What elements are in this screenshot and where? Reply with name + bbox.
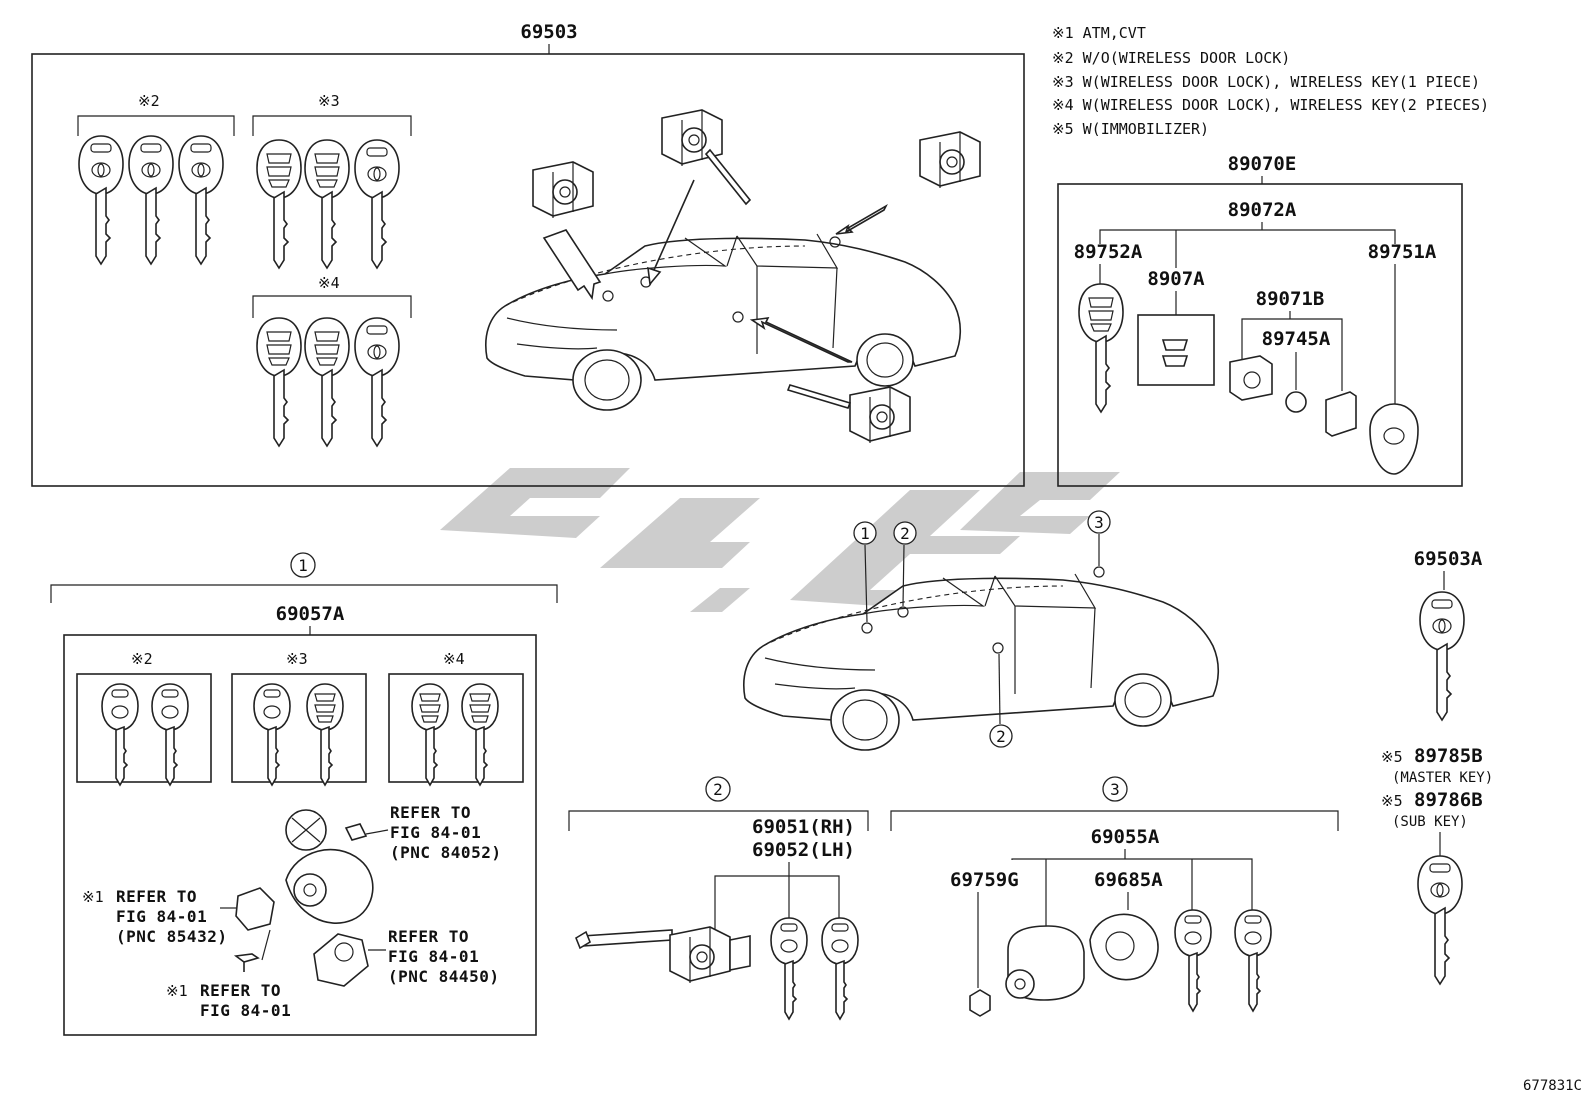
note-mark-2: ※2 xyxy=(138,92,160,110)
part-number-69055A[interactable]: 69055A xyxy=(1091,826,1160,848)
callout-1: 1 xyxy=(860,524,870,543)
legend: ※1 ATM,CVT ※2 W/O(WIRELESS DOOR LOCK) ※3… xyxy=(1052,24,1489,138)
part-number-8907A[interactable]: 8907A xyxy=(1147,268,1205,290)
part-number-89751A[interactable]: 89751A xyxy=(1368,241,1437,263)
g1-mark-2: ※2 xyxy=(131,650,153,668)
part-number-89745A[interactable]: 89745A xyxy=(1262,328,1331,350)
part-number-69685A[interactable]: 69685A xyxy=(1094,869,1163,891)
part-number-69759G[interactable]: 69759G xyxy=(950,869,1019,891)
legend-line-2: ※2 W/O(WIRELESS DOOR LOCK) xyxy=(1052,49,1290,67)
callout-3: 3 xyxy=(1094,513,1104,532)
right-keys: 69503A ※5 89785B (MASTER KEY) ※5 89786B … xyxy=(1381,548,1493,985)
part-number-69052LH[interactable]: 69052(LH) xyxy=(752,839,855,861)
sub-mark: ※5 xyxy=(1381,792,1403,810)
sub-key-desc: (SUB KEY) xyxy=(1392,814,1468,830)
part-number-89786B[interactable]: 89786B xyxy=(1414,789,1483,811)
ref-b-3: (PNC 85432) xyxy=(116,927,227,946)
ref-b-1: REFER TO xyxy=(116,887,197,906)
group-89070E: 89070E 89072A 89752A 89751A 8907A 89071B… xyxy=(1057,153,1463,487)
note-mark-3: ※3 xyxy=(318,92,340,110)
ref-a-3: (PNC 84052) xyxy=(390,843,501,862)
ref-d-2: FIG 84-01 xyxy=(200,1001,291,1020)
g1-mark-4: ※4 xyxy=(443,650,465,668)
master-mark: ※5 xyxy=(1381,748,1403,766)
ref-b-2: FIG 84-01 xyxy=(116,907,207,926)
part-number-89070E[interactable]: 89070E xyxy=(1228,153,1297,175)
ref-c-2: FIG 84-01 xyxy=(388,947,479,966)
part-number-89072A[interactable]: 89072A xyxy=(1228,199,1297,221)
group1-callout: 1 xyxy=(298,556,308,575)
center-vehicle: 1 2 3 2 xyxy=(742,510,1220,751)
part-number-69503[interactable]: 69503 xyxy=(520,21,577,43)
ref-d-mark: ※1 xyxy=(166,982,188,1000)
group-69503: 69503 ※2 ※3 ※4 xyxy=(31,21,1025,487)
ref-b-mark: ※1 xyxy=(82,888,104,906)
g1-mark-3: ※3 xyxy=(286,650,308,668)
part-number-69051RH[interactable]: 69051(RH) xyxy=(752,816,855,838)
legend-line-4: ※4 W(WIRELESS DOOR LOCK), WIRELESS KEY(2… xyxy=(1052,96,1489,114)
legend-line-1: ※1 ATM,CVT xyxy=(1052,24,1146,42)
callout-2: 2 xyxy=(900,524,910,543)
part-number-89785B[interactable]: 89785B xyxy=(1414,745,1483,767)
legend-line-5: ※5 W(IMMOBILIZER) xyxy=(1052,120,1209,138)
ref-d-1: REFER TO xyxy=(200,981,281,1000)
figure-id: 677831C xyxy=(1523,1078,1582,1094)
group-2: 2 69051(RH) 69052(LH) xyxy=(568,776,869,1020)
part-number-89752A[interactable]: 89752A xyxy=(1074,241,1143,263)
ref-c-3: (PNC 84450) xyxy=(388,967,499,986)
legend-line-3: ※3 W(WIRELESS DOOR LOCK), WIRELESS KEY(1… xyxy=(1052,73,1480,91)
group-3: 3 69055A 69759G 69685A xyxy=(890,776,1339,1017)
group2-callout: 2 xyxy=(713,780,723,799)
part-number-69503A[interactable]: 69503A xyxy=(1414,548,1483,570)
ref-a-2: FIG 84-01 xyxy=(390,823,481,842)
group3-callout: 3 xyxy=(1110,780,1120,799)
part-number-69057A[interactable]: 69057A xyxy=(276,603,345,625)
ref-c-1: REFER TO xyxy=(388,927,469,946)
watermark xyxy=(440,468,1120,612)
note-mark-4: ※4 xyxy=(318,274,340,292)
master-key-desc: (MASTER KEY) xyxy=(1392,770,1493,786)
ref-a-1: REFER TO xyxy=(390,803,471,822)
part-number-89071B[interactable]: 89071B xyxy=(1256,288,1325,310)
callout-2-door: 2 xyxy=(996,727,1006,746)
group-1: 1 69057A ※2 ※3 ※4 REFER TO FIG 84-01 xyxy=(50,552,558,1036)
